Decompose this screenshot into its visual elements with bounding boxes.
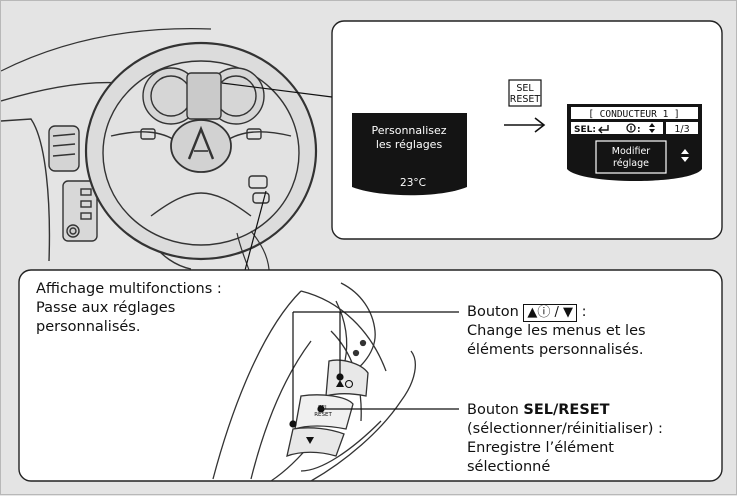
arrow-button-desc1: Change les menus et les — [467, 322, 646, 341]
screen-menu-item-line2: réglage — [613, 158, 649, 169]
arrow-button-callout-title: Bouton ▲ⓘ / ▼ : — [467, 303, 646, 322]
screen-menu-page: 1/3 — [674, 124, 689, 135]
screen-menu-sel-label: SEL: — [574, 125, 596, 135]
arrow-button-callout: Bouton ▲ⓘ / ▼ : Change les menus et les … — [467, 303, 646, 360]
svg-text::: : — [637, 125, 641, 135]
sel-reset-prefix: Bouton — [467, 402, 519, 418]
sel-reset-callout: Bouton SEL/RESET (sélectionner/réinitial… — [467, 401, 663, 477]
sel-reset-expl: (sélectionner/réinitialiser) : — [467, 420, 663, 439]
display-callout-line3: personnalisés. — [36, 318, 222, 337]
wheel-button-label-line2: RESET — [314, 412, 332, 418]
screen-menu-header: [ CONDUCTEUR 1 ] — [588, 109, 680, 120]
sel-reset-callout-title: Bouton SEL/RESET — [467, 401, 663, 420]
sel-reset-key-line2: RESET — [510, 94, 541, 105]
dashboard-drawing — [1, 29, 316, 281]
display-callout: Affichage multifonctions : Passe aux rég… — [36, 280, 222, 337]
arrow-button-desc2: éléments personnalisés. — [467, 341, 646, 360]
screen-menu-item-line1: Modifier — [612, 146, 651, 157]
arrow-button-key-icon: ▲ⓘ / ▼ — [523, 304, 577, 322]
sel-reset-desc2: sélectionné — [467, 458, 663, 477]
display-callout-line2: Passe aux réglages — [36, 299, 222, 318]
screen-personalize-line2: les réglages — [376, 138, 443, 151]
screen-temperature: 23°C — [400, 177, 426, 189]
screen-personalize-line1: Personnalisez — [371, 124, 446, 137]
display-callout-title: Affichage multifonctions : — [36, 280, 222, 299]
sel-reset-desc1: Enregistre l’élément — [467, 439, 663, 458]
sel-reset-key-line1: SEL — [516, 83, 534, 94]
sel-reset-name: SEL/RESET — [523, 402, 609, 418]
arrow-button-prefix: Bouton — [467, 304, 519, 320]
